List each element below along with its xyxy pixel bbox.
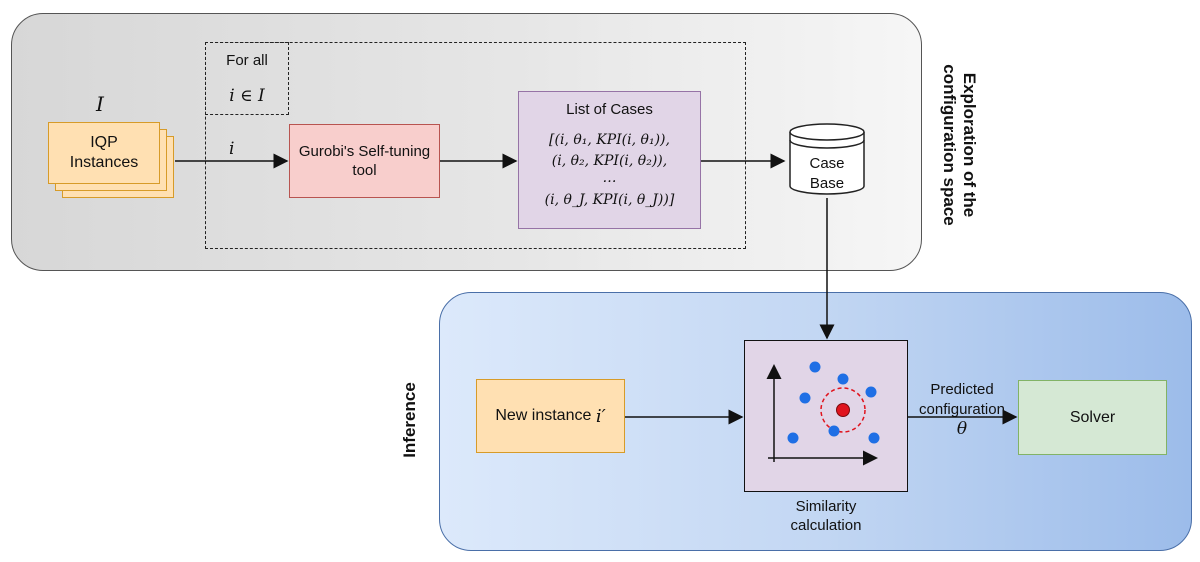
edge-label-i: i [229,139,235,159]
predicted-theta-symbol: θ [956,419,968,439]
case-base-database-icon [789,123,865,195]
neighbor-dot [809,361,821,373]
for-all-label-box [205,42,289,115]
neighbor-dot [787,432,799,444]
new-instance-text: New instance [495,407,592,424]
neighbor-dot [828,425,840,437]
query-dot [836,403,850,417]
iqp-instances-line1: IQP [90,134,118,151]
for-all-loop-frame [205,42,746,249]
similarity-label-line2: calculation [790,517,862,534]
case-line-1: [(i, θ₁, KPI(i, θ₁)), [549,132,670,148]
solver-node: Solver [1018,380,1167,455]
neighborhood-circle [820,387,866,433]
predicted-label-line2: configuration [919,401,1005,418]
neighbor-dot [868,432,880,444]
for-all-label: For all [226,52,268,69]
gurobi-tuning-node: Gurobi's Self-tuning tool [289,124,440,198]
case-line-last: (i, θ_J, KPI(i, θ_J))] [544,192,675,208]
neighbor-dot [865,386,877,398]
iqp-instances-line2: Instances [69,154,139,171]
instance-set-symbol: I [96,92,104,116]
case-line-ellipsis: … [602,170,617,186]
similarity-label-line1: Similarity [795,498,857,515]
case-line-2: (i, θ₂, KPI(i, θ₂)), [551,153,668,169]
list-of-cases-title: List of Cases [566,101,653,118]
new-instance-symbol: i′ [595,405,606,427]
gurobi-tuning-line2: tool [352,162,377,179]
iqp-instances-node: IQP Instances [48,122,160,184]
similarity-scatter-icon [766,361,880,466]
for-all-set-expression: i ∈ I [229,86,265,106]
neighbor-dot [837,373,849,385]
list-of-cases-node [518,91,701,229]
case-base-line2: Base [809,175,845,192]
predicted-label-line1: Predicted [930,381,994,398]
gurobi-tuning-line1: Gurobi's Self-tuning [298,143,431,160]
neighbor-dot [799,392,811,404]
case-base-line1: Case [809,155,845,172]
new-instance-node: New instance i′ [476,379,625,453]
